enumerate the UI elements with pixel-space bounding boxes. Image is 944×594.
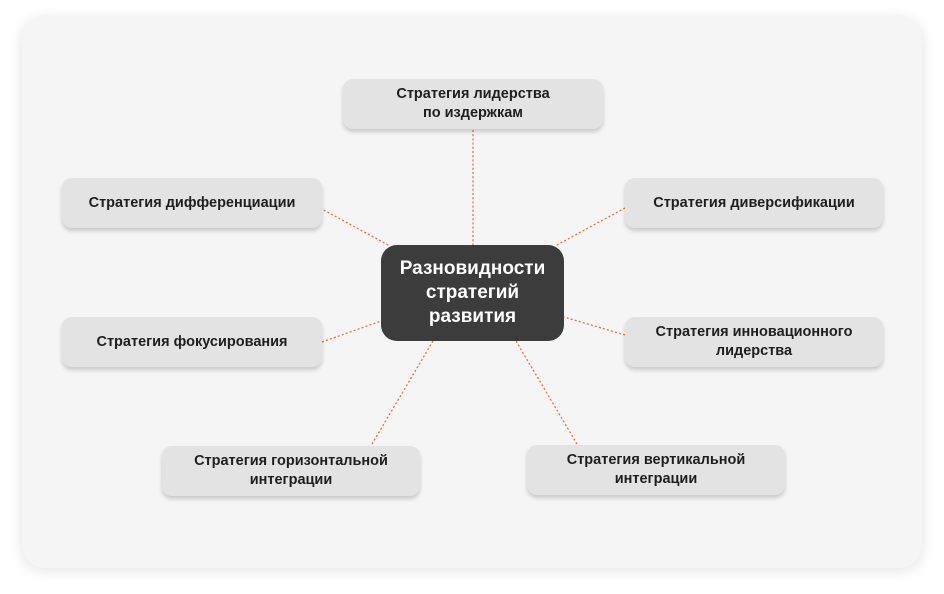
node-cost-leadership: Стратегия лидерства по издержкам xyxy=(343,79,603,129)
connector-diversification xyxy=(554,207,626,247)
node-vertical-integration: Стратегия вертикальной интеграции xyxy=(527,445,785,495)
node-label: Стратегия диверсификации xyxy=(653,194,855,211)
node-label: Стратегия инновационного лидерства xyxy=(655,324,853,359)
center-node: Разновидности стратегий развития xyxy=(381,245,564,341)
connector-innovation-leadership xyxy=(563,316,626,336)
node-label: Стратегия горизонтальной интеграции xyxy=(194,453,388,488)
node-diversification: Стратегия диверсификации xyxy=(625,178,883,228)
node-label: Стратегия фокусирования xyxy=(96,333,288,350)
connector-vertical-integration xyxy=(515,340,578,445)
node-label: Стратегия вертикальной интеграции xyxy=(566,452,746,487)
connector-differentiation xyxy=(319,207,391,247)
connector-horizontal-integration xyxy=(371,340,434,445)
node-label: Стратегия дифференциации xyxy=(88,194,296,211)
node-innovation-leadership: Стратегия инновационного лидерства xyxy=(625,317,883,367)
node-differentiation: Стратегия дифференциации xyxy=(62,178,322,228)
connector-focusing xyxy=(321,320,382,343)
node-label: Стратегия лидерства по издержкам xyxy=(396,86,550,121)
node-focusing: Стратегия фокусирования xyxy=(62,317,322,367)
center-node-title: Разновидности стратегий развития xyxy=(399,258,546,327)
node-horizontal-integration: Стратегия горизонтальной интеграции xyxy=(162,446,420,496)
